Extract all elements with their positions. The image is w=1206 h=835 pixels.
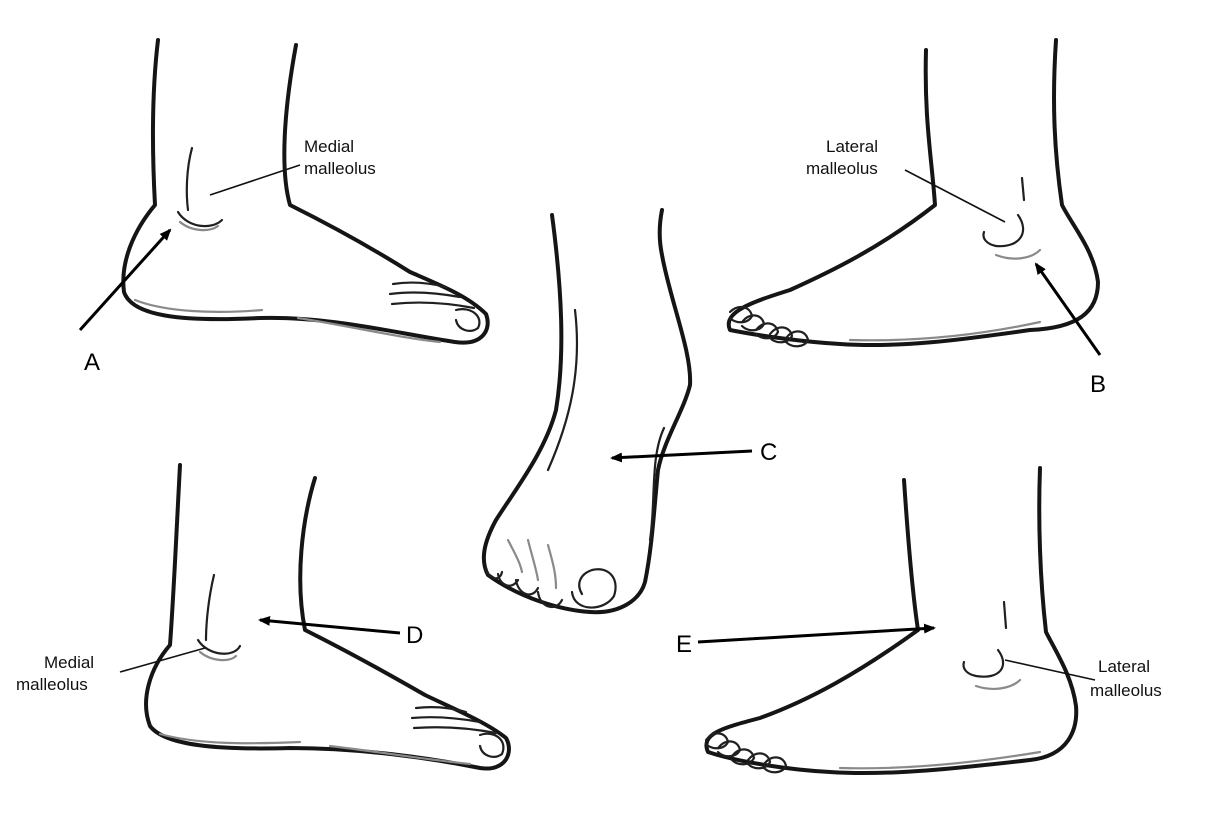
marker-d: D [260,620,423,649]
annotation-lateral-bottom-line2: malleolus [1090,681,1162,700]
marker-b: B [1036,264,1106,398]
arrow-e [698,628,934,642]
annotation-medial-top-line1: Medial [304,137,354,156]
annotation-medial-bottom-line2: malleolus [16,675,88,694]
annotation-lateral-top-line2: malleolus [806,159,878,178]
foot-center [484,210,690,612]
marker-e: E [676,628,934,658]
foot-top-left [123,40,487,343]
annotation-medial-top: Medial malleolus [210,137,376,195]
arrow-c [612,451,752,458]
foot-bottom-left [146,465,509,769]
letter-b: B [1090,371,1106,398]
letter-d: D [406,622,423,649]
annotation-lateral-top-line1: Lateral [826,137,878,156]
marker-c: C [612,439,777,466]
annotation-lateral-bottom: Lateral malleolus [1005,657,1162,700]
annotation-medial-bottom-line1: Medial [44,653,94,672]
letter-c: C [760,439,777,466]
annotation-medial-top-line2: malleolus [304,159,376,178]
foot-bottom-right [706,468,1076,773]
letter-a: A [84,349,100,376]
marker-a: A [80,230,170,376]
foot-top-right [729,40,1098,346]
annotation-lateral-bottom-line1: Lateral [1098,657,1150,676]
arrow-d [260,620,400,633]
annotation-lateral-top: Lateral malleolus [806,137,1005,222]
annotation-medial-bottom: Medial malleolus [16,648,205,694]
letter-e: E [676,631,692,658]
